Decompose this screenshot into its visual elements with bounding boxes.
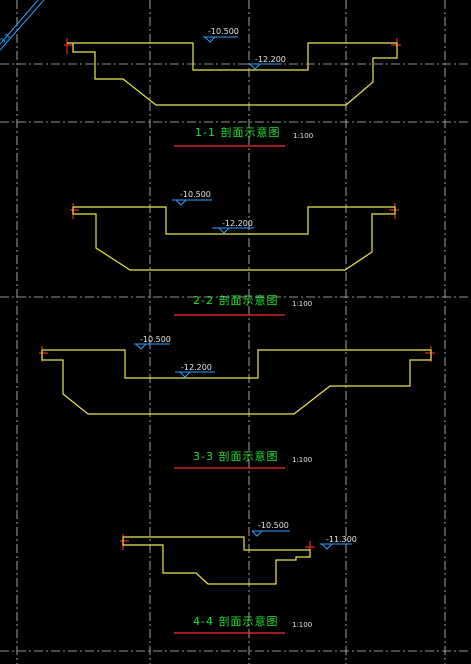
elevation-label: -10.500 <box>140 335 171 344</box>
elevation-label: -10.500 <box>180 190 211 199</box>
elevation-marker-1: -10.500 <box>251 521 290 537</box>
elevation-label: -12.200 <box>222 219 253 228</box>
elevation-label: -12.200 <box>255 55 286 64</box>
section-profile <box>72 206 396 271</box>
elevation-marker-2: -12.200 <box>175 363 215 378</box>
elevation-label: -10.500 <box>208 27 239 36</box>
section-4-4[interactable]: -10.500 -11.300 4-4 剖面示意图 1:100 <box>120 521 357 634</box>
elevation-marker-2: -11.300 <box>320 535 357 550</box>
section-3-3[interactable]: -10.500 -12.200 3-3 剖面示意图 1:100 <box>39 335 435 469</box>
corner-line-2 <box>0 0 39 45</box>
section-title: 1-1 剖面示意图 <box>195 125 280 139</box>
section-title: 4-4 剖面示意图 <box>193 614 278 628</box>
corner-label: 3.1 <box>0 32 12 46</box>
section-1-1[interactable]: -10.500 -12.200 1-1 剖面示意图 1:100 <box>64 27 401 147</box>
section-profile <box>41 349 432 415</box>
elevation-marker-2: -12.200 <box>247 55 286 70</box>
section-2-2[interactable]: -10.500 -12.200 2-2 剖面示意图 1:100 <box>70 190 399 316</box>
section-scale: 1:100 <box>292 300 312 308</box>
elevation-marker-1: -10.500 <box>172 190 212 206</box>
corner-fragment: 3.1 <box>0 0 45 51</box>
section-profile <box>122 536 311 585</box>
elevation-label: -10.500 <box>258 521 289 530</box>
elevation-marker-2: -12.200 <box>212 219 254 234</box>
corner-line-1 <box>0 0 45 51</box>
section-title: 3-3 剖面示意图 <box>193 449 278 463</box>
section-scale: 1:100 <box>292 456 312 464</box>
section-profile <box>67 42 398 106</box>
elevation-marker-1: -10.500 <box>203 27 239 43</box>
elevation-label: -11.300 <box>326 535 357 544</box>
section-title: 2-2 剖面示意图 <box>193 293 278 307</box>
elevation-label: -12.200 <box>181 363 212 372</box>
section-scale: 1:100 <box>292 621 312 629</box>
elevation-marker-1: -10.500 <box>134 335 171 350</box>
section-scale: 1:100 <box>293 132 313 140</box>
